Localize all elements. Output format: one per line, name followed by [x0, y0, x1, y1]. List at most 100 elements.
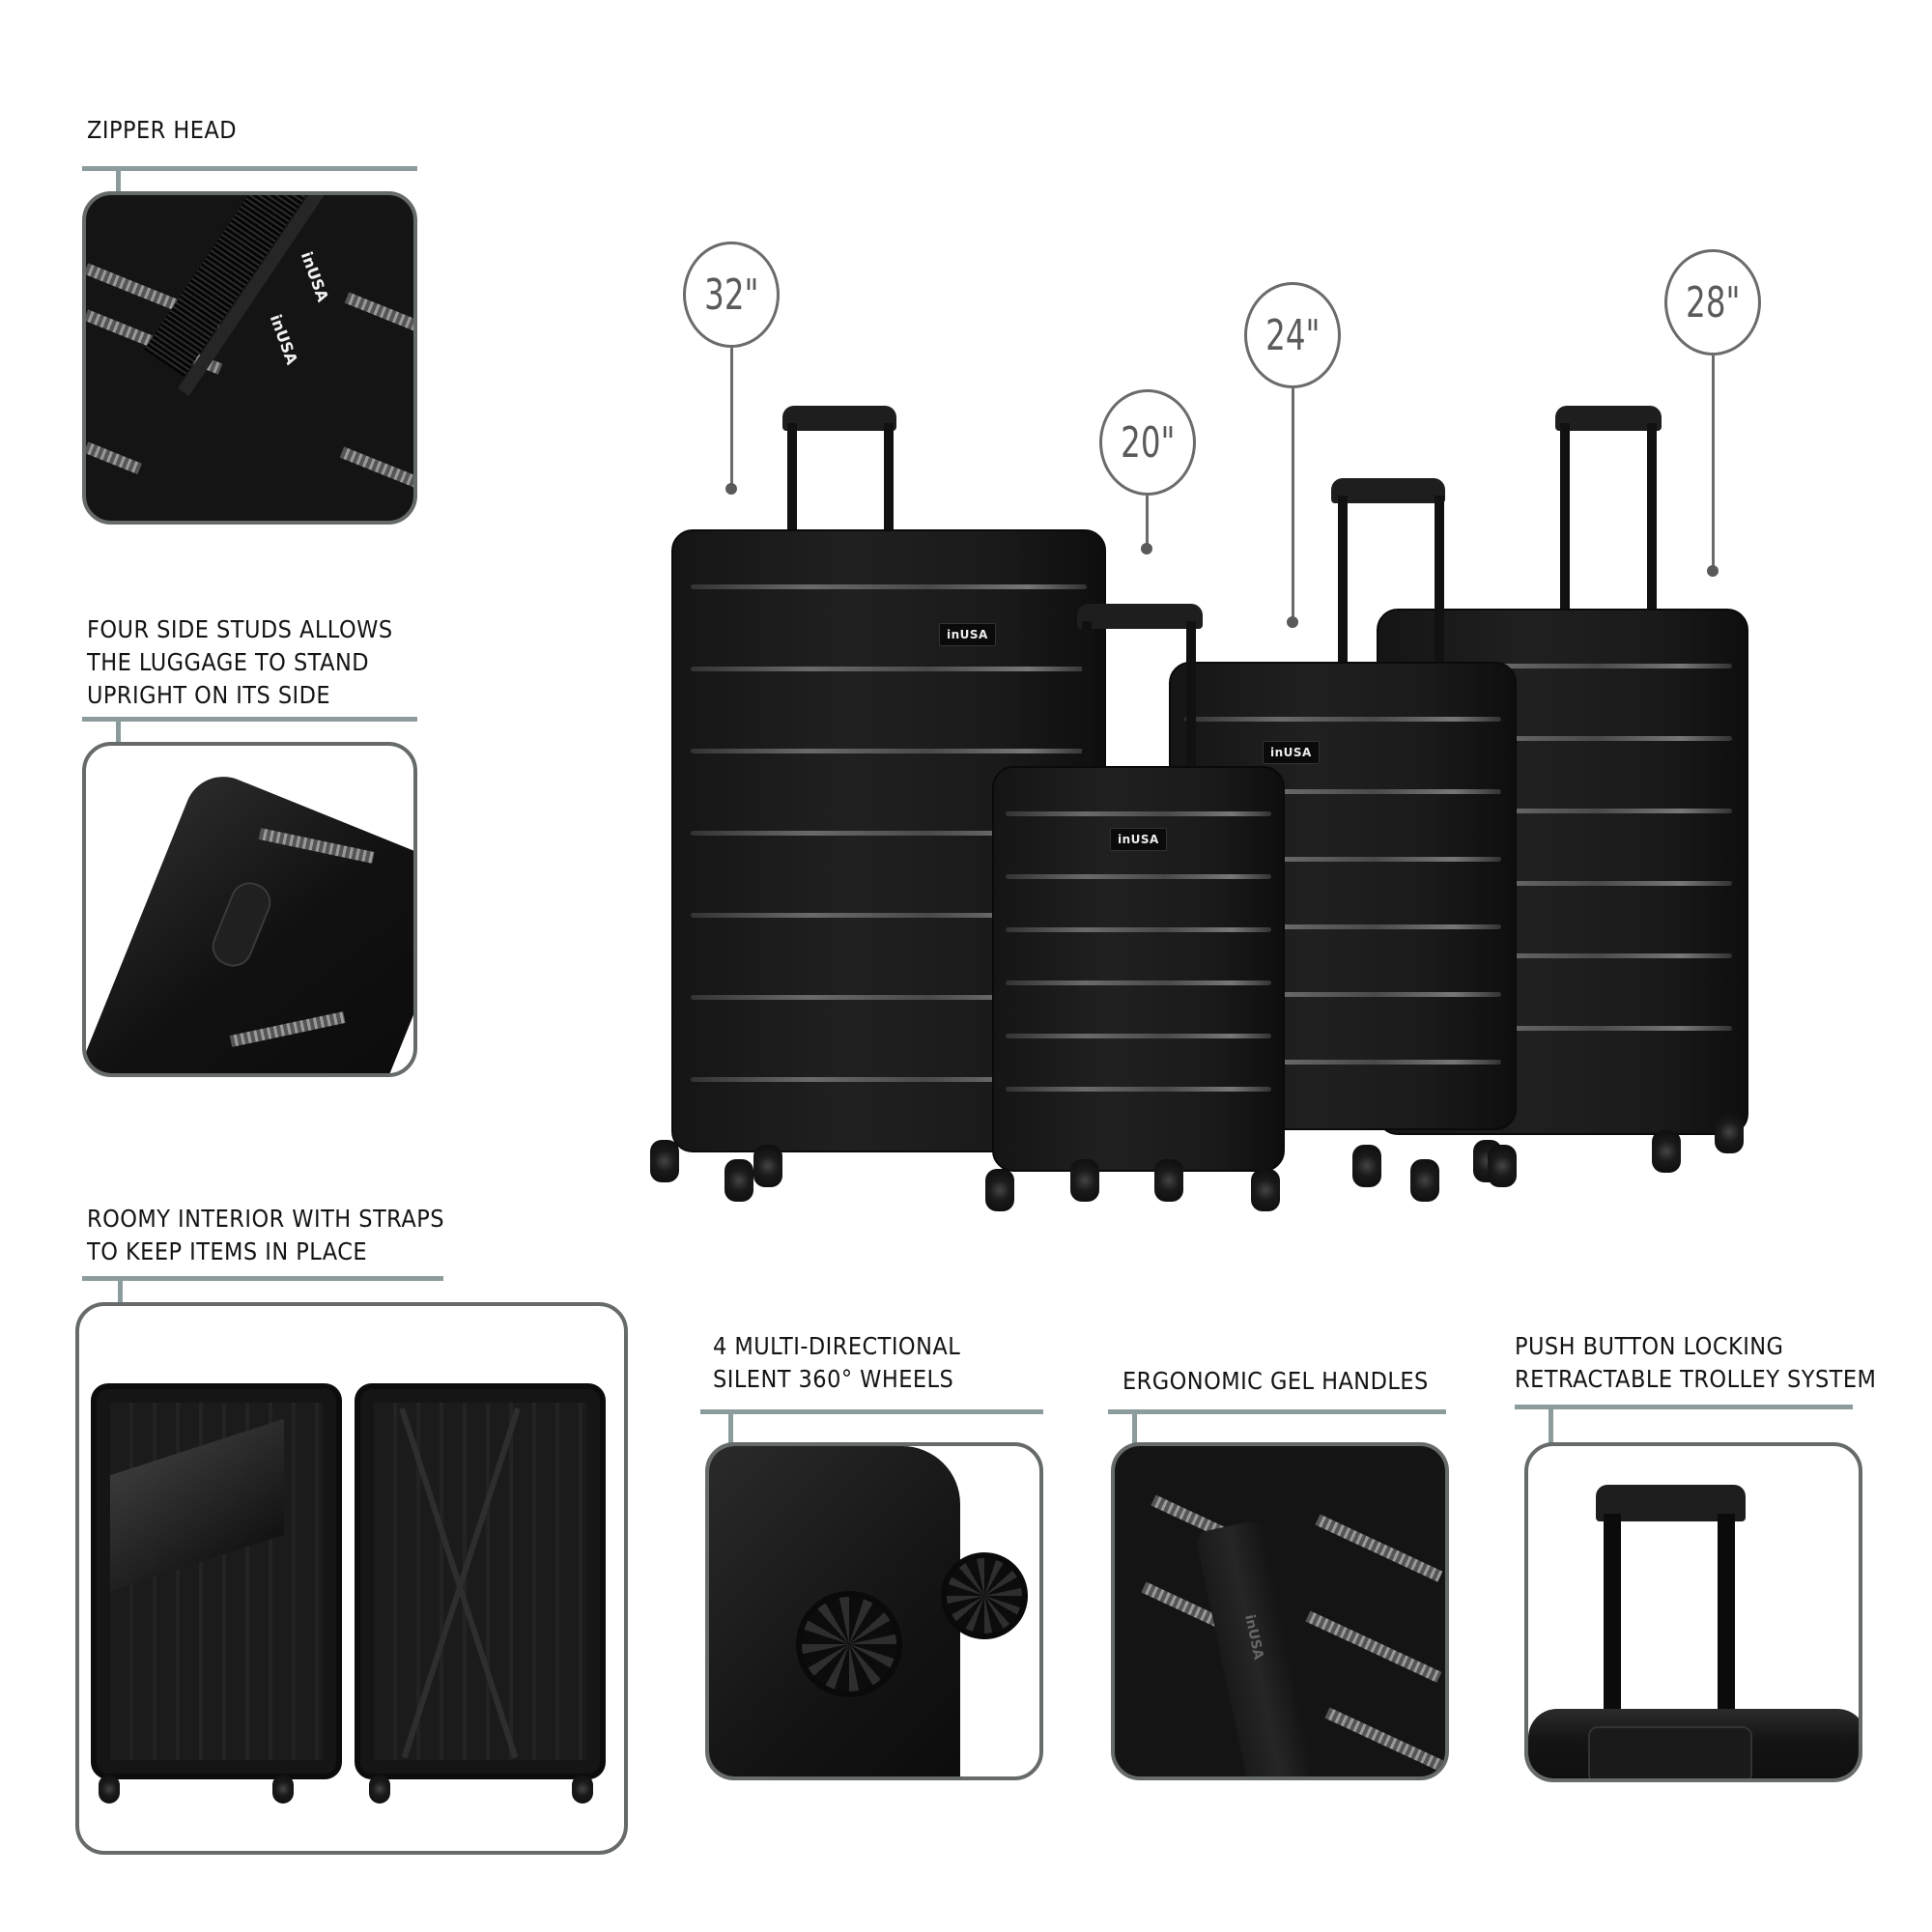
trolley-handle-bar — [1338, 496, 1348, 689]
wheel-icon — [1352, 1145, 1381, 1187]
size-leader-dot-28 — [1707, 565, 1719, 577]
zipper-head-tick — [116, 166, 121, 193]
wheel-icon — [796, 1591, 902, 1697]
shell-rib — [1393, 881, 1732, 886]
shell-rib — [690, 913, 1088, 918]
wheel-icon — [1652, 1130, 1681, 1173]
wheel-icon — [724, 1159, 753, 1202]
interior-rule — [82, 1276, 443, 1281]
trolley-tick — [1548, 1405, 1553, 1444]
zipper-head-rule — [82, 166, 417, 171]
shell-rib — [1393, 953, 1732, 958]
brand-logo: inUSA — [1110, 828, 1167, 851]
shell-rib — [1393, 809, 1732, 813]
shell-rib — [1005, 980, 1272, 985]
shell-rib — [1393, 664, 1732, 668]
shell-rib-detail — [339, 446, 413, 491]
handle-logo: inUSA — [1241, 1613, 1266, 1662]
shell-rib — [690, 831, 1088, 836]
wheels-caption: 4 MULTI-DIRECTIONAL SILENT 360° WHEELS — [713, 1332, 961, 1393]
zipper-pull-logo: inUSA — [266, 311, 302, 368]
shell-rib — [1184, 992, 1501, 997]
interior-caption: ROOMY INTERIOR WITH STRAPS TO KEEP ITEMS… — [87, 1205, 444, 1265]
shell-rib — [1005, 874, 1272, 879]
size-badge-28: 28" — [1664, 249, 1761, 355]
size-leader-32 — [730, 348, 733, 488]
shell-rib — [1393, 736, 1732, 741]
handles-tick — [1132, 1409, 1137, 1444]
trolley-caption: PUSH BUTTON LOCKING RETRACTABLE TROLLEY … — [1515, 1332, 1877, 1393]
suitcase-20: inUSA — [985, 604, 1314, 1222]
wheel-icon — [572, 1775, 593, 1804]
shell-rib — [690, 584, 1088, 589]
handles-image: inUSA — [1111, 1442, 1449, 1780]
handles-caption: ERGONOMIC GEL HANDLES — [1122, 1367, 1429, 1395]
size-badge-20: 20" — [1099, 389, 1196, 496]
shell-rib — [690, 995, 1088, 1000]
wheels-image — [705, 1442, 1043, 1780]
shell-rib — [1005, 1087, 1272, 1092]
wheel-icon — [1410, 1159, 1439, 1202]
trolley-handle-bar — [1718, 1514, 1735, 1746]
shell-rib — [690, 1077, 1088, 1082]
trolley-handle-bar — [1647, 423, 1657, 636]
shell-rib-detail — [344, 292, 413, 332]
wheel-icon — [941, 1552, 1028, 1639]
trolley-handle-bar — [1435, 496, 1444, 689]
wheel-icon — [369, 1775, 390, 1804]
size-badge-24: 24" — [1244, 282, 1341, 388]
brand-logo: inUSA — [1263, 741, 1320, 764]
shell-rib — [1005, 927, 1272, 932]
wheel-icon — [650, 1140, 679, 1182]
trolley-housing — [1588, 1726, 1752, 1778]
shell-rib — [1184, 857, 1501, 862]
wheels-rule — [700, 1409, 1043, 1414]
wheel-icon — [1154, 1159, 1183, 1202]
size-leader-dot-32 — [725, 483, 737, 495]
trolley-handle-bar — [787, 423, 797, 558]
size-leader-20 — [1146, 496, 1149, 549]
zipper-head-caption: ZIPPER HEAD — [87, 116, 237, 144]
lining-pattern — [374, 1403, 586, 1760]
shell-rib-detail — [86, 441, 142, 475]
size-leader-28 — [1712, 355, 1715, 568]
brand-logo: inUSA — [939, 623, 996, 646]
zipper-pull-logo: inUSA — [297, 248, 333, 305]
size-leader-dot-24 — [1287, 616, 1298, 628]
gel-handle[interactable]: inUSA — [1194, 1519, 1316, 1776]
trolley-handle-grip — [1077, 604, 1203, 629]
trolley-image — [1524, 1442, 1862, 1782]
shell-rib — [1184, 717, 1501, 722]
trolley-handle-bar — [1560, 423, 1570, 636]
side-studs-tick — [116, 717, 121, 744]
trolley-rule — [1515, 1405, 1853, 1409]
shell-rib — [690, 667, 1088, 671]
shell-rib — [1184, 1060, 1501, 1065]
side-studs-rule — [82, 717, 417, 722]
open-suitcase-right-half — [355, 1383, 606, 1779]
interior-image — [75, 1302, 628, 1855]
wheel-icon — [99, 1775, 120, 1804]
trolley-handle-grip — [782, 406, 896, 431]
wheel-icon — [1070, 1159, 1099, 1202]
trolley-handle-grip — [1555, 406, 1662, 431]
shell-rib — [1005, 811, 1272, 816]
shell-rib-detail — [1305, 1610, 1442, 1683]
side-studs-image — [82, 742, 417, 1077]
open-suitcase-left-half — [91, 1383, 342, 1779]
shell-rib — [1393, 1026, 1732, 1031]
handles-rule — [1108, 1409, 1446, 1414]
interior-tick — [118, 1276, 123, 1305]
wheel-icon — [272, 1775, 294, 1804]
suitcase-shell: inUSA — [992, 766, 1285, 1172]
trolley-handle-bar — [1186, 621, 1196, 776]
trolley-handle-bar — [1604, 1514, 1621, 1746]
shell-rib — [1005, 1034, 1272, 1038]
wheels-tick — [728, 1409, 733, 1444]
shell-rib — [1184, 789, 1501, 794]
shell-rib — [1184, 924, 1501, 929]
trolley-handle-bar — [884, 423, 894, 558]
shell-rib-detail — [1315, 1514, 1443, 1582]
wheel-icon — [753, 1145, 782, 1187]
wheel-icon — [1251, 1169, 1280, 1211]
